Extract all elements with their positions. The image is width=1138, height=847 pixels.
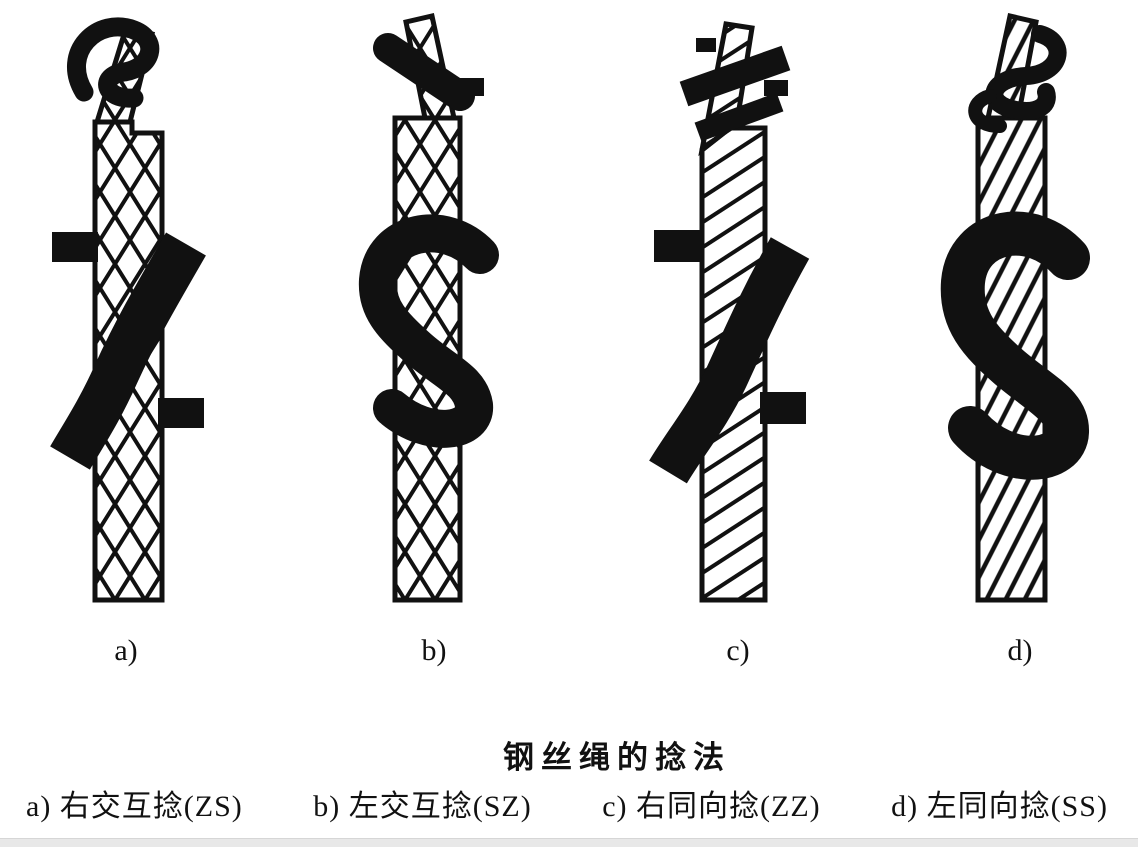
panel-label-a: a) bbox=[114, 634, 138, 667]
panel-label-c: c) bbox=[726, 634, 750, 667]
top-curl-hook bbox=[968, 89, 1007, 133]
top-tab-right bbox=[764, 80, 788, 96]
rope-diagram-zz bbox=[649, 21, 810, 603]
panel-label-d: d) bbox=[1007, 634, 1033, 667]
top-curl bbox=[67, 17, 160, 108]
top-band-tab-left bbox=[382, 42, 400, 55]
top-chevron-lower bbox=[694, 92, 784, 142]
top-chevron-upper bbox=[679, 45, 791, 107]
caption-item-a: a) 右交互捻(ZS) bbox=[26, 790, 243, 823]
bottom-divider bbox=[0, 838, 1138, 847]
caption-item-c: c) 右同向捻(ZZ) bbox=[602, 790, 821, 823]
band-back-tab-right bbox=[158, 398, 204, 428]
top-tab-left bbox=[696, 38, 716, 52]
band-back-tab-left bbox=[654, 230, 700, 262]
caption-item-d: d) 左同向捻(SS) bbox=[891, 790, 1108, 823]
rope-diagram-zs bbox=[50, 17, 206, 603]
wrap-band bbox=[50, 232, 206, 470]
band-back-tab-left bbox=[52, 232, 98, 262]
band-back-tab-right bbox=[760, 392, 806, 424]
panel-label-b: b) bbox=[421, 634, 447, 667]
top-curl bbox=[985, 25, 1067, 120]
wrap-band-s bbox=[358, 214, 499, 448]
figure-caption: a) 右交互捻(ZS) b) 左交互捻(SZ) c) 右同向捻(ZZ) d) 左… bbox=[26, 781, 1108, 825]
top-band-tab-right bbox=[458, 78, 484, 96]
top-band bbox=[373, 33, 475, 111]
wrap-band bbox=[649, 237, 810, 484]
caption-item-b: b) 左交互捻(SZ) bbox=[313, 790, 532, 823]
figure-title: 钢丝绳的捻法 bbox=[503, 740, 731, 775]
rope-diagram-sz bbox=[358, 12, 499, 603]
rope-diagram-ss bbox=[940, 12, 1090, 603]
wrap-band-s bbox=[940, 211, 1090, 480]
